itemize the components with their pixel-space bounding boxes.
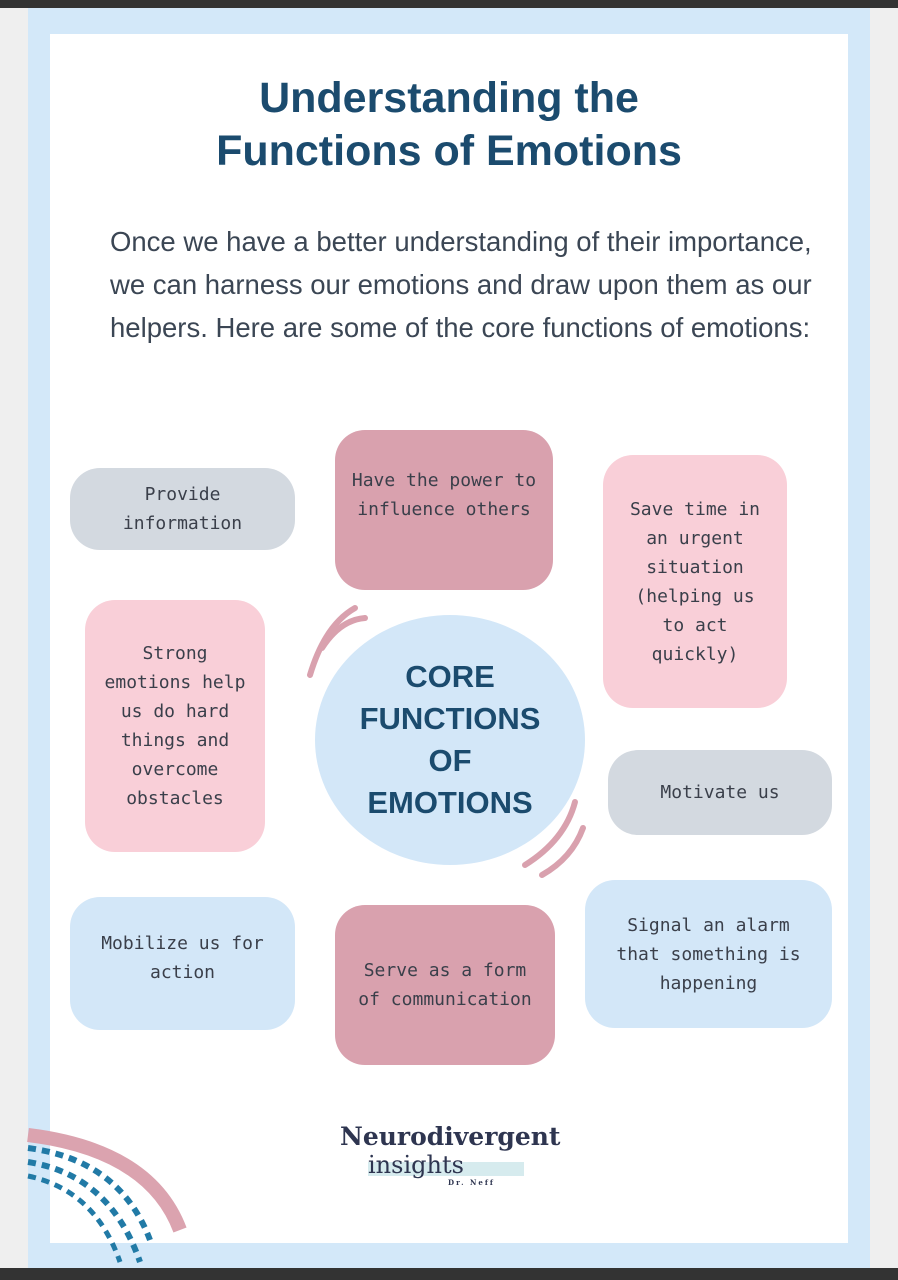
function-strong-emotions: Strong emotions help us do hard things a… — [85, 600, 265, 852]
logo-line-1: Neurodivergent — [340, 1122, 561, 1151]
top-bar — [0, 0, 898, 8]
function-label: Signal an alarm that something is happen… — [616, 914, 801, 994]
function-signal-alarm: Signal an alarm that something is happen… — [585, 880, 832, 1028]
center-line: EMOTIONS — [367, 785, 533, 820]
center-line: CORE — [405, 659, 495, 694]
core-functions-circle: CORE FUNCTIONS OF EMOTIONS — [315, 615, 585, 865]
intro-text: Once we have a better understanding of t… — [110, 226, 812, 343]
function-save-time: Save time in an urgent situation (helpin… — [603, 455, 787, 708]
function-influence-others: Have the power to influence others — [335, 430, 553, 590]
center-line: FUNCTIONS — [359, 701, 541, 736]
function-label: Provide information — [122, 484, 243, 534]
function-label: Strong emotions help us do hard things a… — [104, 643, 246, 809]
center-line: OF — [428, 743, 472, 778]
title-line-2: Functions of Emotions — [216, 127, 682, 175]
function-label: Serve as a form of communication — [358, 960, 532, 1010]
function-mobilize: Mobilize us for action — [70, 897, 295, 1030]
neurodivergent-insights-logo: Neurodivergent insights Dr. Neff — [340, 1122, 561, 1187]
function-label: Motivate us — [660, 782, 780, 803]
page-title: Understanding the Functions of Emotions — [0, 72, 898, 178]
function-communication: Serve as a form of communication — [335, 905, 555, 1065]
function-provide-information: Provide information — [70, 468, 295, 550]
function-label: Mobilize us for action — [101, 933, 264, 983]
function-motivate-us: Motivate us — [608, 750, 832, 835]
bottom-bar — [0, 1268, 898, 1280]
function-label: Have the power to influence others — [351, 470, 537, 520]
logo-author: Dr. Neff — [448, 1178, 495, 1187]
function-label: Save time in an urgent situation (helpin… — [629, 498, 761, 665]
title-line-1: Understanding the — [259, 74, 639, 122]
logo-line-2: insights — [368, 1151, 524, 1179]
